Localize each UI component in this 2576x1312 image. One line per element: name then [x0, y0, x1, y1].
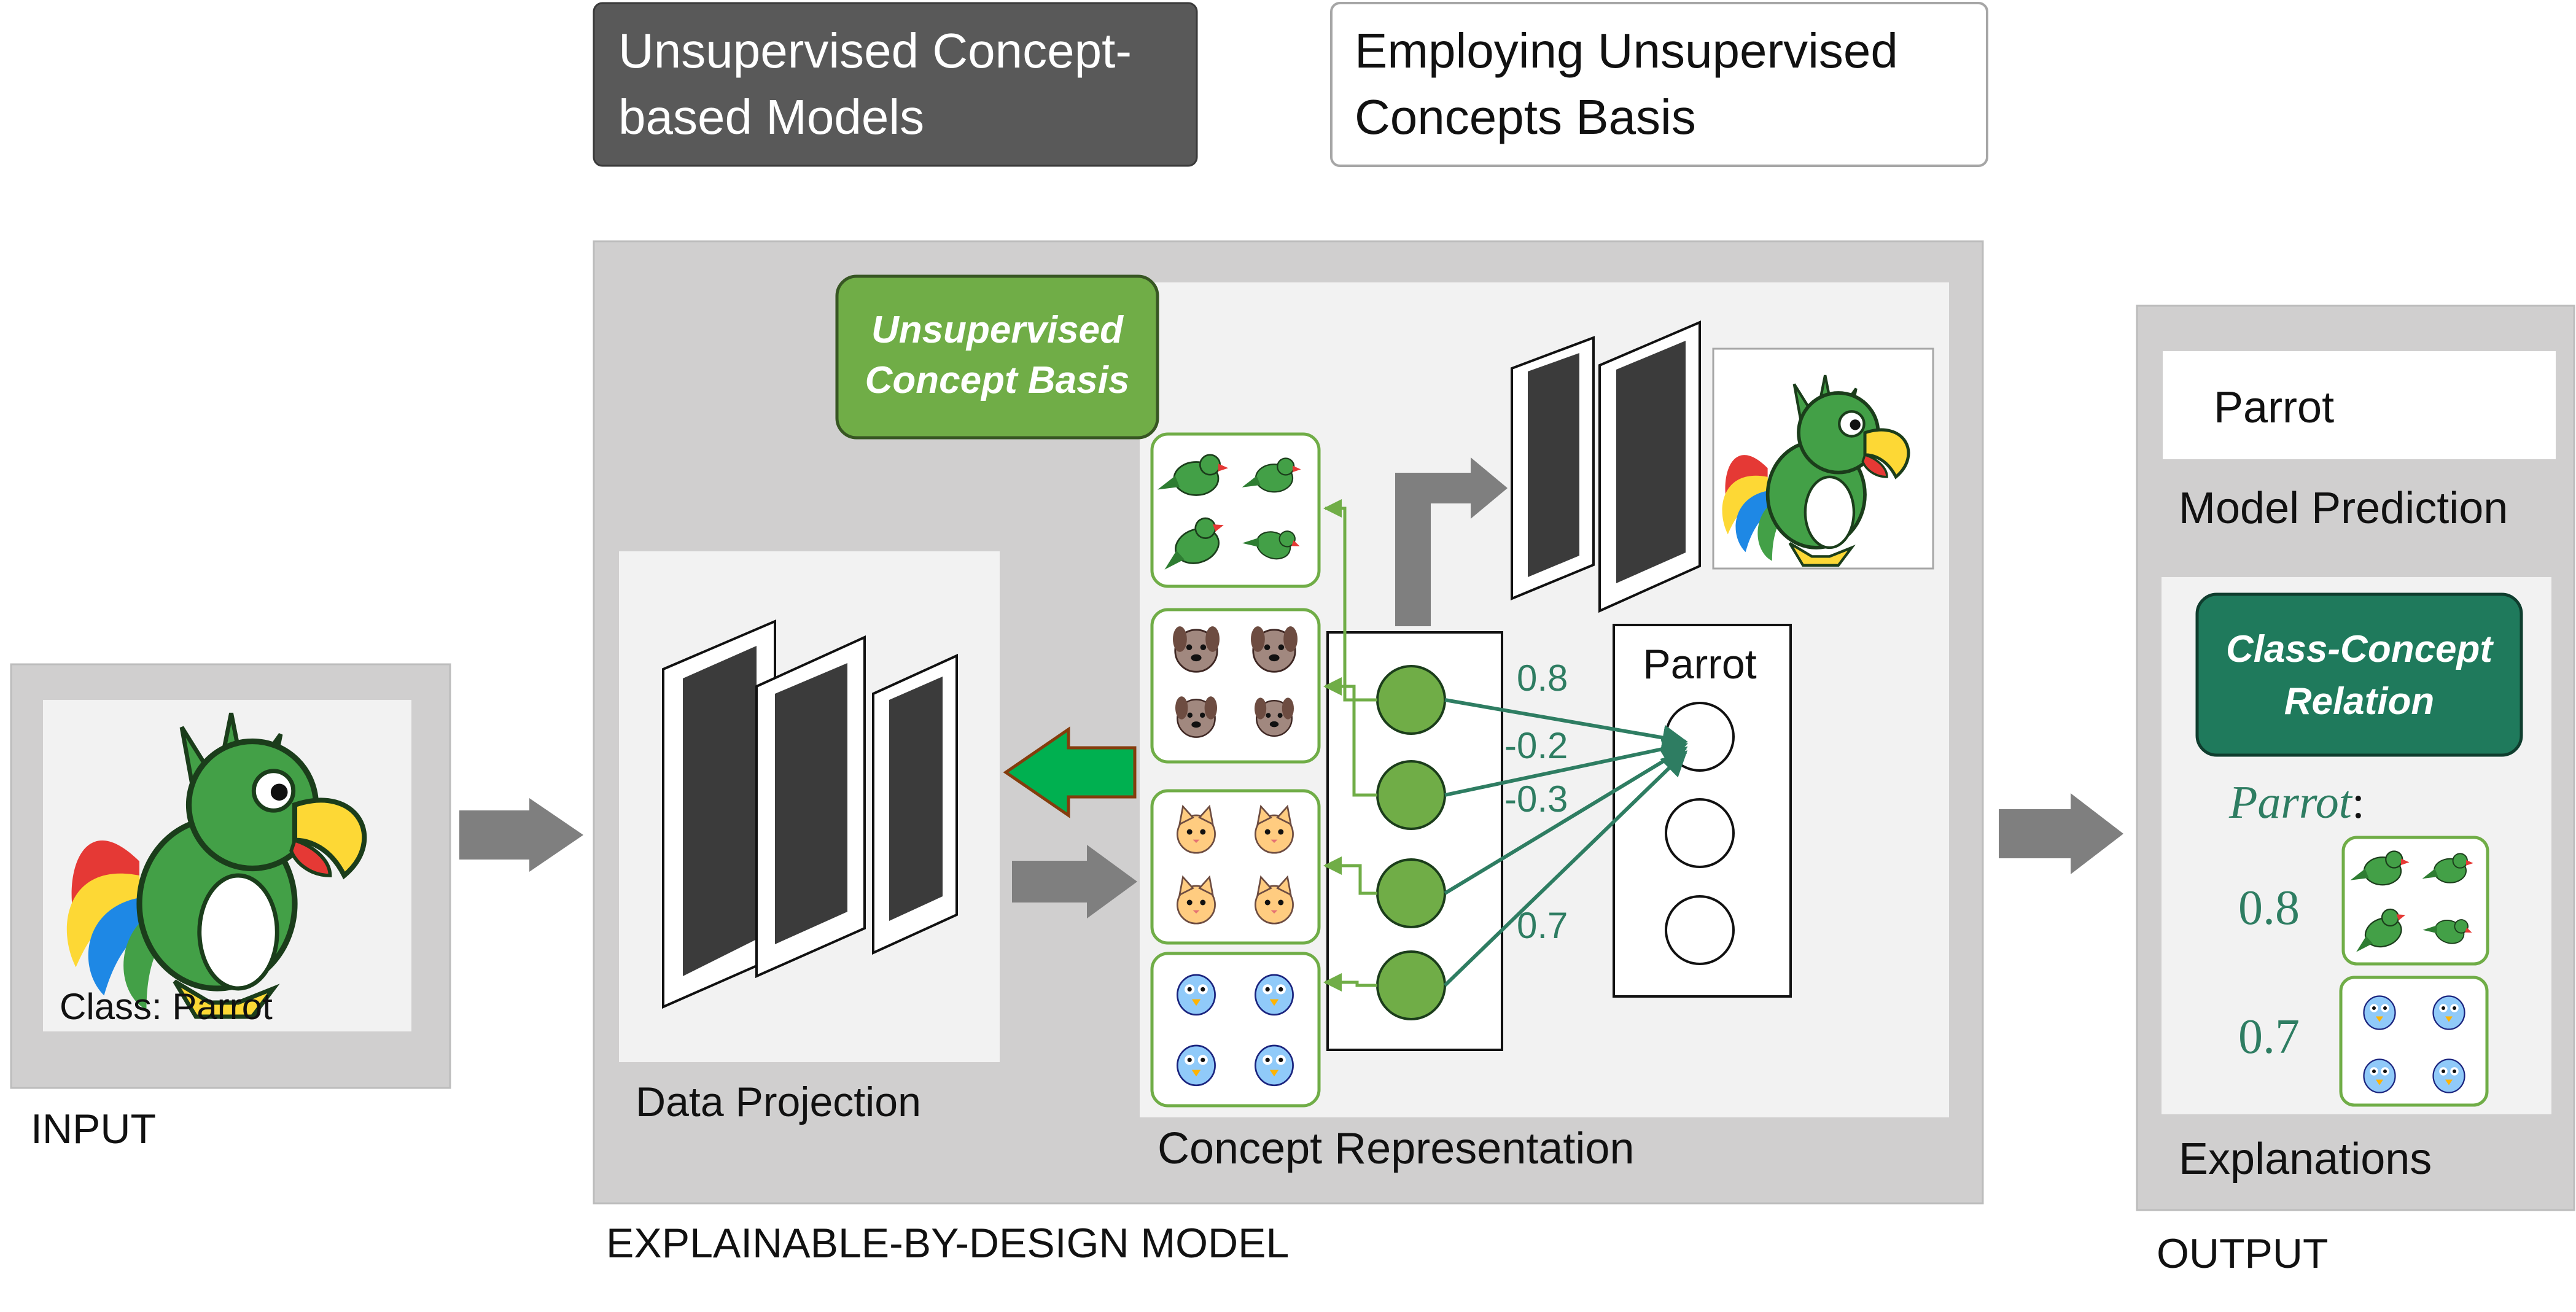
concept-group-dogs	[1150, 608, 1321, 764]
class-neuron-label: Parrot	[1643, 641, 1756, 688]
back-projection-arrow-icon	[1003, 726, 1137, 818]
concept-group-parrots	[1150, 432, 1321, 588]
weight-label: -0.3	[1504, 778, 1568, 820]
up-arrow-icon	[1395, 457, 1508, 626]
class-concept-line1: Class-Concept	[2226, 628, 2494, 670]
explanation-weight: 0.8	[2238, 881, 2300, 935]
explanation-concept-birds	[2339, 976, 2489, 1107]
concept-group-cats	[1150, 789, 1321, 945]
explanations-label: Explanations	[2179, 1135, 2432, 1184]
data-projection-label: Data Projection	[636, 1079, 921, 1125]
prediction-value: Parrot	[2214, 383, 2334, 432]
feature-map-icon	[662, 619, 958, 1009]
class-concept-badge	[2195, 592, 2523, 757]
concept-node-icon	[1376, 858, 1446, 928]
input-arrow-icon	[459, 798, 583, 872]
employing-basis-line2: Concepts Basis	[1355, 90, 1696, 144]
weight-label: 0.7	[1517, 905, 1568, 946]
explanation-class-name: Parrot:	[2228, 777, 2365, 828]
concept-node-icon	[1376, 760, 1446, 830]
output-feature-map-icon	[1511, 320, 1701, 613]
output-arrow-icon	[1999, 793, 2123, 874]
concept-basis-line1: Unsupervised	[871, 309, 1124, 351]
output-neuron-icon	[1665, 798, 1735, 868]
concept-group-birds	[1150, 952, 1321, 1108]
prediction-label: Model Prediction	[2179, 484, 2508, 533]
weight-label: -0.2	[1504, 725, 1568, 766]
prediction-box	[2163, 351, 2556, 459]
output-caption: OUTPUT	[2157, 1230, 2329, 1277]
model-caption: EXPLAINABLE-BY-DESIGN MODEL	[606, 1220, 1289, 1267]
weight-connections	[1443, 698, 1689, 987]
employing-basis-line1: Employing Unsupervised	[1355, 23, 1898, 78]
concept-node-icon	[1376, 665, 1446, 735]
concept-basis-badge	[835, 274, 1159, 440]
concept-representation-label: Concept Representation	[1158, 1124, 1635, 1173]
concept-node-icon	[1376, 950, 1446, 1020]
input-class-label: Class: Parrot	[60, 986, 273, 1027]
explanation-concept-parrots	[2341, 836, 2489, 966]
concept-link-lines	[1323, 499, 1377, 992]
explanation-weight: 0.7	[2238, 1010, 2300, 1064]
forward-arrow-icon	[1012, 845, 1137, 918]
unsupervised-models-box	[593, 2, 1198, 167]
unsupervised-models-line2: based Models	[618, 90, 924, 144]
concept-basis-line2: Concept Basis	[865, 359, 1130, 402]
employing-basis-box	[1330, 2, 1988, 167]
input-caption: INPUT	[31, 1106, 156, 1152]
unsupervised-models-line1: Unsupervised Concept-	[618, 23, 1132, 78]
weight-label: 0.8	[1517, 658, 1568, 699]
class-concept-line2: Relation	[2284, 680, 2435, 723]
output-neuron-icon	[1665, 895, 1735, 965]
